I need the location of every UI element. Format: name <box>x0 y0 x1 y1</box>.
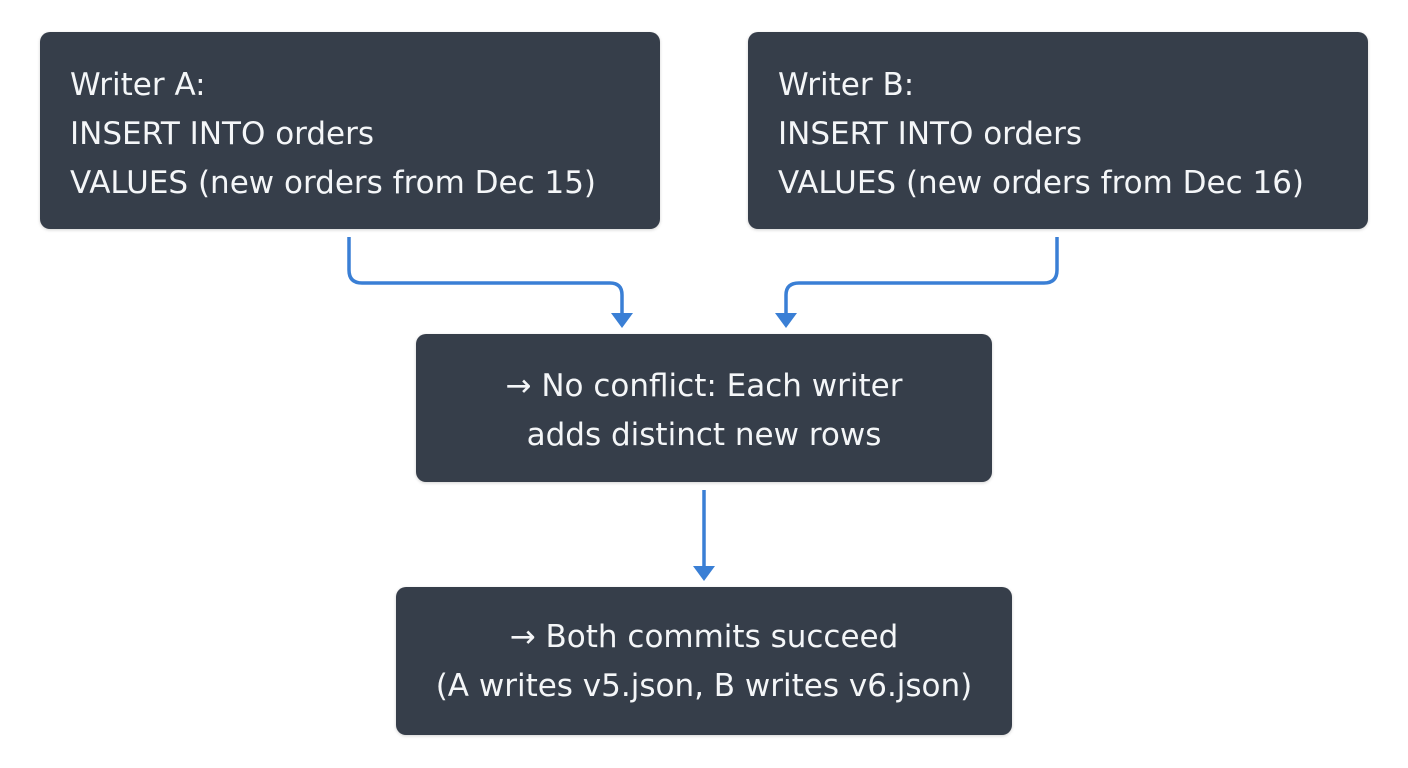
writer-b-title: Writer B: <box>778 67 915 103</box>
writer-a-values: VALUES (new orders from Dec 15) <box>70 165 597 201</box>
edge-writer-a-to-no-conflict <box>347 237 624 316</box>
no-conflict-line-1: → No conflict: Each writer <box>505 368 903 404</box>
result-line-1: → Both commits succeed <box>509 619 899 655</box>
no-conflict-line-2: adds distinct new rows <box>526 417 882 453</box>
arrowhead-writer-b <box>775 313 797 328</box>
edge-writer-b-to-no-conflict <box>784 237 1059 316</box>
arrowhead-writer-a <box>611 313 633 328</box>
writer-a-box: Writer A: INSERT INTO orders VALUES (new… <box>40 32 660 229</box>
arrowhead-result <box>693 566 715 581</box>
no-conflict-box: → No conflict: Each writer adds distinct… <box>416 334 992 482</box>
writer-a-statement: INSERT INTO orders <box>70 116 375 152</box>
result-line-2: (A writes v5.json, B writes v6.json) <box>435 668 973 704</box>
writer-a-title: Writer A: <box>70 67 206 103</box>
writer-b-box: Writer B: INSERT INTO orders VALUES (new… <box>748 32 1368 229</box>
writer-b-values: VALUES (new orders from Dec 16) <box>778 165 1305 201</box>
writer-b-statement: INSERT INTO orders <box>778 116 1083 152</box>
result-box: → Both commits succeed (A writes v5.json… <box>396 587 1012 735</box>
